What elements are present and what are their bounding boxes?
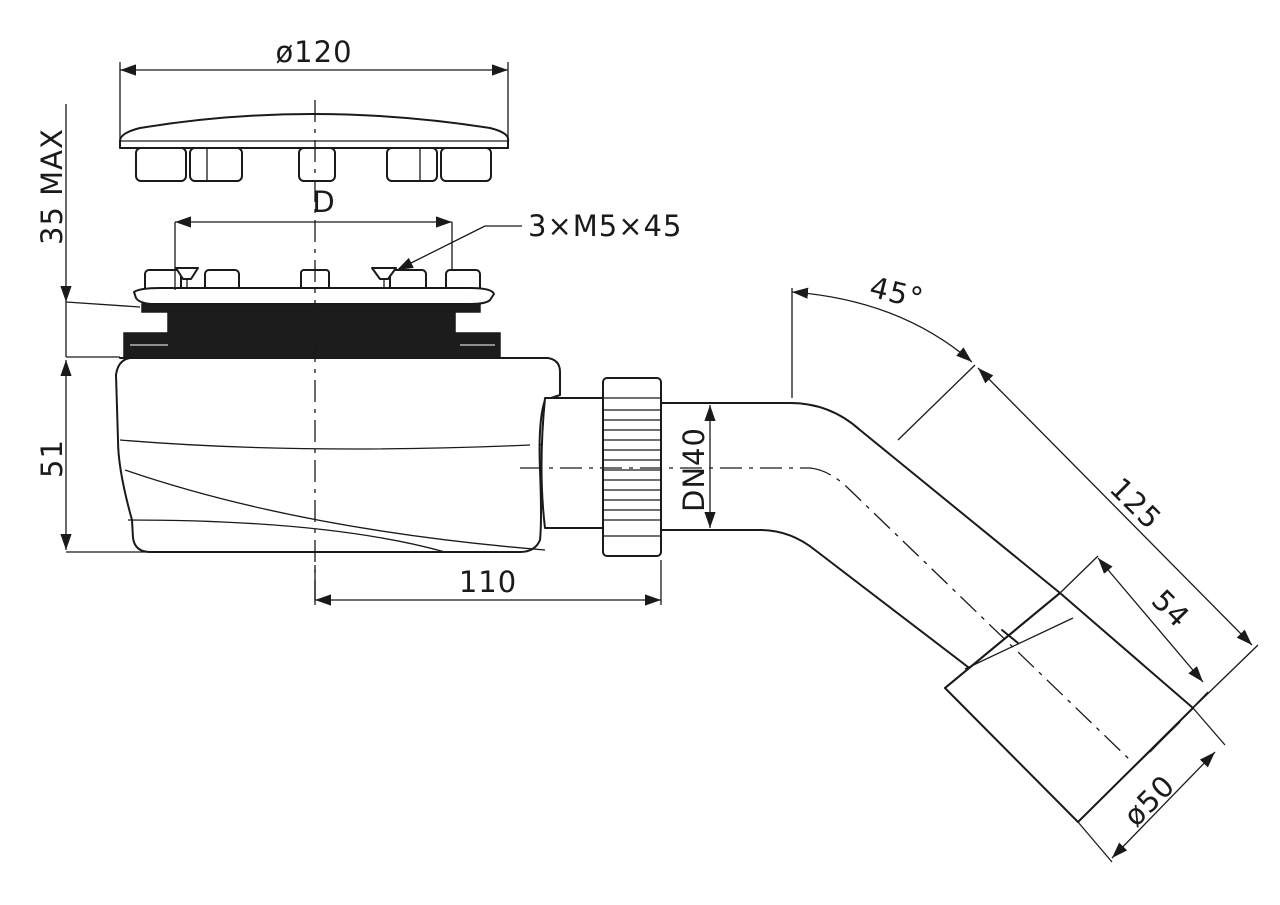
label-angle: 45°	[866, 270, 927, 316]
label-outlet-offset: 110	[459, 565, 517, 599]
label-outlet-size: DN40	[677, 427, 711, 512]
drain-cover	[119, 113, 510, 182]
label-bolt-circle: D	[312, 185, 335, 219]
dim-height-max: 35 MAX	[35, 104, 141, 358]
label-screws: 3×M5×45	[528, 209, 682, 243]
dim-screws: 3×M5×45	[396, 209, 682, 271]
dim-bolt-circle: D	[174, 185, 453, 290]
drain-body	[115, 357, 606, 553]
union-nut	[602, 377, 662, 557]
drain-flange	[123, 267, 501, 359]
dim-cover-diameter: ø120	[119, 35, 509, 140]
center-lines	[314, 100, 1131, 761]
label-elbow-length: 125	[1103, 471, 1168, 536]
label-height-max: 35 MAX	[35, 128, 69, 245]
dim-outlet-offset: 110	[314, 560, 662, 606]
elbow-pipe	[660, 402, 1194, 823]
label-body-height: 51	[35, 439, 69, 478]
dim-outlet-size: DN40	[677, 405, 716, 528]
label-outlet-diameter: ø50	[1117, 768, 1182, 833]
label-cover-diameter: ø120	[275, 35, 352, 69]
dim-body-height: 51	[35, 360, 150, 553]
label-sleeve-length: 54	[1145, 583, 1197, 635]
